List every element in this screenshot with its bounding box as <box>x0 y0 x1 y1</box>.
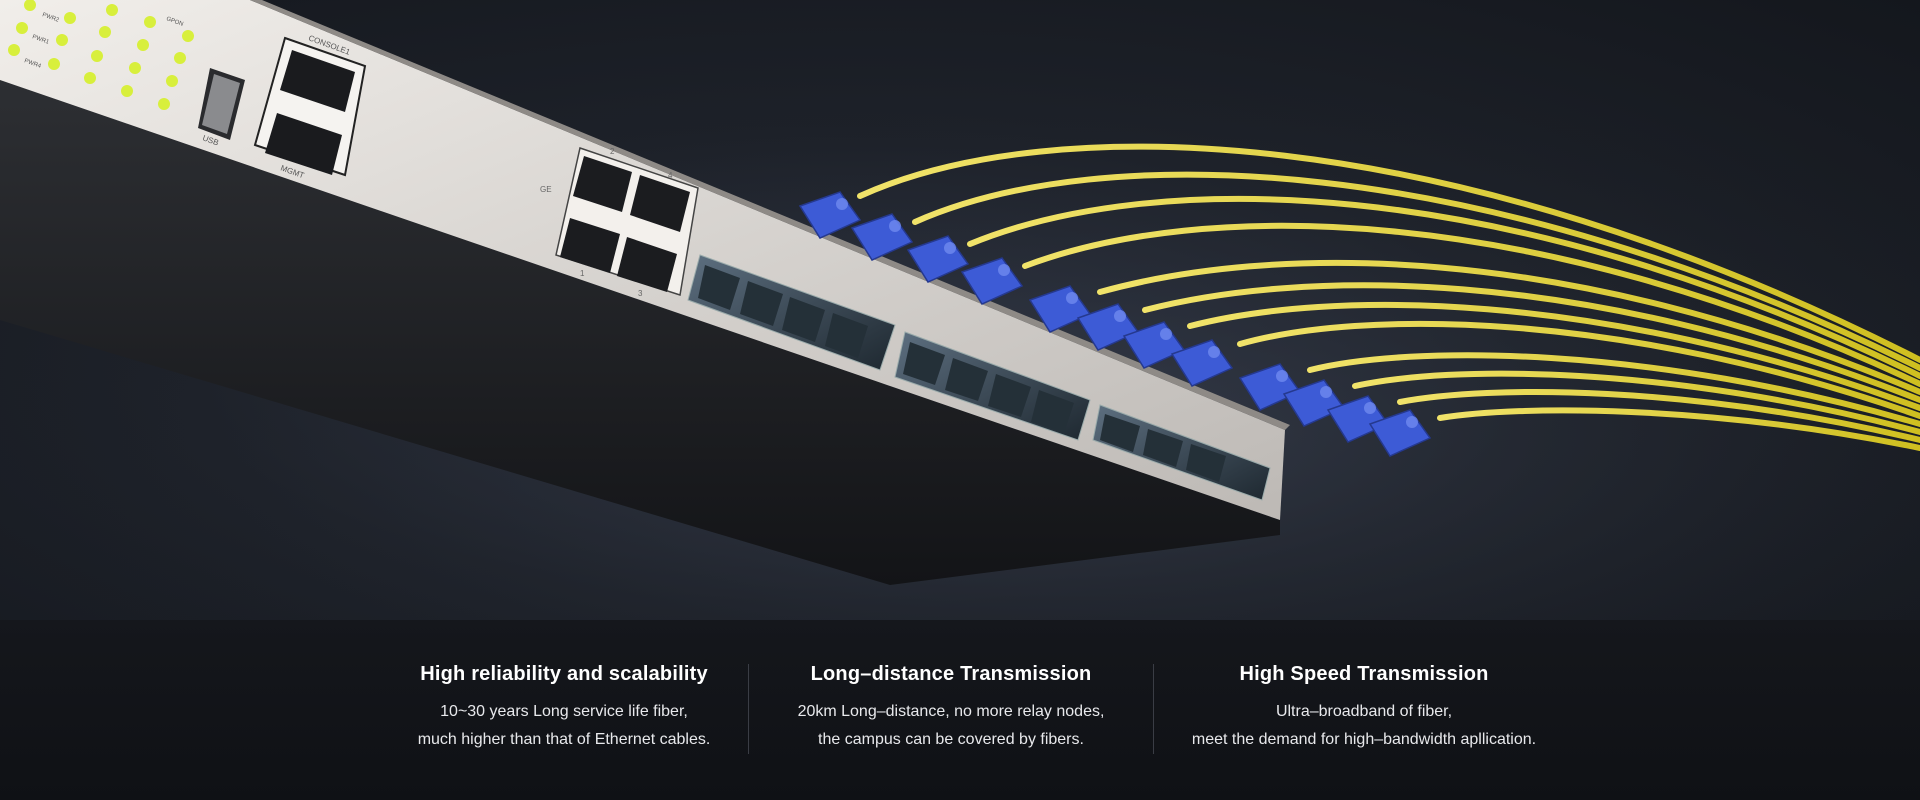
feature-reliability: High reliability and scalability 10~30 y… <box>380 660 748 754</box>
feature-title: High Speed Transmission <box>1239 663 1489 685</box>
feature-divider <box>748 664 749 754</box>
port-4-label: 4 <box>668 171 673 180</box>
feature-high-speed: High Speed Transmission Ultra–broadband … <box>1154 660 1574 754</box>
ge-ports <box>555 147 699 296</box>
connector-highlights <box>836 198 1418 428</box>
feature-divider <box>1153 664 1154 754</box>
sfp-cage-group-2 <box>894 331 1091 441</box>
feature-title: Long–distance Transmission <box>810 663 1092 685</box>
feature-description-line: meet the demand for high–bandwidth aplli… <box>1191 731 1537 748</box>
feature-description-line: the campus can be covered by fibers. <box>818 731 1084 748</box>
hero-image: PWR2 PWR1 PWR4 GPON USB CONSOLE1 MGMT <box>0 0 1920 620</box>
status-leds <box>8 0 194 110</box>
gpon-label: GPON <box>165 16 184 28</box>
feature-long-distance: Long–distance Transmission 20km Long–dis… <box>749 660 1153 754</box>
sfp-cage-group-3 <box>1092 404 1271 501</box>
pwr4-label: PWR4 <box>23 58 42 70</box>
port-1-label: 1 <box>580 269 585 278</box>
console-mgmt-ports <box>253 36 367 177</box>
fiber-cables <box>857 143 1920 451</box>
feature-title: High reliability and scalability <box>420 663 708 685</box>
switch-body <box>0 80 1280 585</box>
switch-illustration: PWR2 PWR1 PWR4 GPON USB CONSOLE1 MGMT <box>0 0 1920 620</box>
feature-list: High reliability and scalability 10~30 y… <box>380 660 1580 770</box>
feature-description-line: 20km Long–distance, no more relay nodes, <box>797 703 1105 720</box>
usb-port <box>198 68 245 140</box>
port-2-label: 2 <box>610 147 615 156</box>
port-3-label: 3 <box>638 289 643 298</box>
ge-label: GE <box>540 185 552 194</box>
pwr2-label: PWR2 <box>41 12 60 24</box>
feature-bar: High reliability and scalability 10~30 y… <box>0 620 1920 800</box>
switch-top-edge <box>250 0 1290 430</box>
feature-description-line: Ultra–broadband of fiber, <box>1275 703 1453 720</box>
feature-description-line: 10~30 years Long service life fiber, <box>440 703 688 720</box>
feature-description-line: much higher than that of Ethernet cables… <box>417 731 711 748</box>
pwr1-label: PWR1 <box>31 34 50 46</box>
sfp-cage-group-1 <box>687 254 896 371</box>
